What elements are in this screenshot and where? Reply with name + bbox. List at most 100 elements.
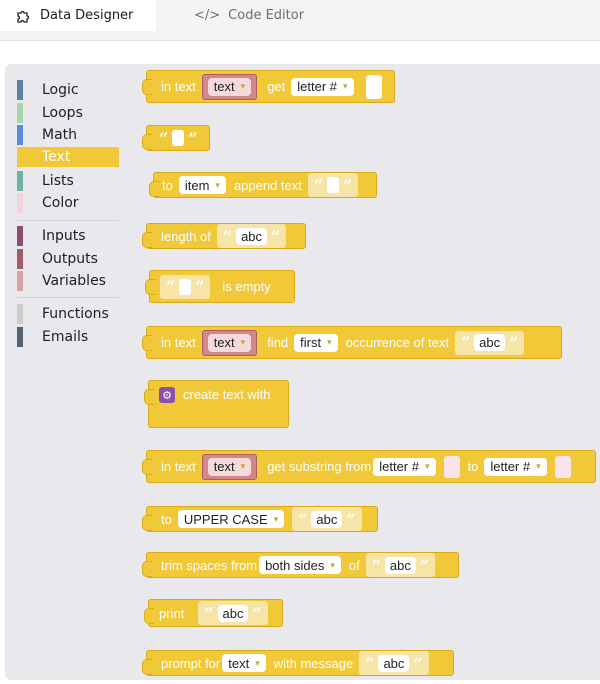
- category-variables[interactable]: Variables: [17, 271, 119, 291]
- input-slot[interactable]: [554, 455, 571, 478]
- text-input[interactable]: [172, 130, 185, 146]
- text-input[interactable]: [327, 177, 340, 193]
- block-prompt[interactable]: prompt for text▾ with message “abc”: [142, 650, 454, 676]
- block-length-of[interactable]: length of “abc”: [142, 223, 306, 249]
- category-swatch: [17, 103, 23, 123]
- which-dropdown[interactable]: first▾: [294, 333, 338, 352]
- side-dropdown[interactable]: both sides▾: [259, 556, 341, 574]
- dropdown-arrow-icon: ▾: [343, 81, 348, 91]
- close-quote-icon: ”: [346, 509, 356, 529]
- blockly-workspace[interactable]: Logic Loops Math Text Lists Color Inputs: [5, 64, 600, 680]
- block-is-empty[interactable]: “” is empty: [145, 270, 295, 303]
- category-label: Lists: [42, 173, 74, 189]
- block-text-literal[interactable]: “ ”: [142, 125, 210, 151]
- category-math[interactable]: Math: [17, 125, 119, 145]
- category-lists[interactable]: Lists: [17, 171, 119, 191]
- code-icon: </>: [194, 8, 221, 23]
- category-label: Emails: [42, 329, 89, 345]
- block-label: create text with: [183, 387, 271, 402]
- dropdown-arrow-icon: ▾: [240, 81, 246, 91]
- block-label: to: [467, 459, 479, 474]
- variable-block[interactable]: text▾: [201, 329, 258, 356]
- category-label: Text: [42, 149, 71, 165]
- text-literal[interactable]: “abc”: [359, 651, 429, 675]
- text-literal[interactable]: “”: [160, 274, 211, 299]
- text-literal[interactable]: “”: [307, 173, 359, 197]
- variable-dropdown[interactable]: text▾: [207, 77, 252, 96]
- case-dropdown[interactable]: UPPER CASE ▾: [177, 510, 285, 528]
- variable-name: text: [213, 459, 235, 474]
- to-dropdown[interactable]: letter #▾: [484, 457, 547, 476]
- text-value[interactable]: abc: [378, 654, 410, 672]
- category-label: Loops: [42, 105, 83, 121]
- close-quote-icon: ”: [195, 277, 205, 296]
- text-literal[interactable]: “abc”: [292, 507, 362, 531]
- text-value[interactable]: abc: [217, 604, 249, 622]
- category-label: Inputs: [42, 228, 86, 244]
- text-value[interactable]: abc: [236, 227, 268, 245]
- variable-dropdown[interactable]: item ▾: [178, 176, 226, 194]
- variable-dropdown[interactable]: text▾: [207, 333, 252, 352]
- category-outputs[interactable]: Outputs: [17, 249, 119, 269]
- block-label: to: [161, 511, 172, 527]
- variable-name: text: [213, 335, 235, 350]
- category-swatch: [17, 171, 23, 191]
- close-quote-icon: ”: [252, 603, 262, 623]
- block-find-occurrence[interactable]: in text text▾ find first▾ occurrence of …: [142, 326, 562, 359]
- variable-block[interactable]: text▾: [201, 453, 258, 480]
- close-quote-icon: ”: [188, 128, 198, 148]
- text-input[interactable]: [179, 278, 192, 295]
- category-swatch: [17, 193, 23, 213]
- text-literal[interactable]: “abc”: [365, 553, 436, 577]
- open-quote-icon: “: [159, 128, 169, 148]
- category-label: Functions: [42, 306, 109, 322]
- block-print[interactable]: print “abc”: [144, 599, 283, 627]
- category-functions[interactable]: Functions: [17, 304, 119, 324]
- category-inputs[interactable]: Inputs: [17, 226, 119, 246]
- block-change-case[interactable]: to UPPER CASE ▾ “abc”: [142, 506, 378, 532]
- block-trim-spaces[interactable]: trim spaces from both sides▾ of “abc”: [142, 552, 459, 578]
- input-slot[interactable]: [443, 455, 460, 478]
- dropdown-arrow-icon: ▾: [215, 179, 220, 190]
- case-value: UPPER CASE: [183, 511, 268, 527]
- text-literal[interactable]: “abc”: [454, 330, 525, 355]
- text-literal[interactable]: “abc”: [216, 224, 287, 248]
- block-append-text[interactable]: to item▾ append text “”: [149, 172, 377, 198]
- from-dropdown[interactable]: letter #▾: [373, 457, 436, 476]
- category-color[interactable]: Color: [17, 193, 119, 213]
- variable-block[interactable]: text▾: [201, 73, 258, 100]
- top-bar: Data Designer </> Code Editor: [0, 0, 600, 41]
- open-quote-icon: “: [460, 333, 471, 352]
- variable-name: item: [184, 177, 210, 193]
- block-create-text-with[interactable]: ⚙ create text with: [144, 380, 289, 428]
- tab-code-editor[interactable]: </> Code Editor: [194, 0, 304, 31]
- block-get-letter[interactable]: in text text▾ get letter #▾: [142, 70, 395, 103]
- category-logic[interactable]: Logic: [17, 80, 119, 100]
- divider: [17, 220, 119, 221]
- side-value: both sides: [265, 557, 325, 573]
- block-get-substring[interactable]: in text text▾ get substring from letter …: [142, 450, 596, 483]
- open-quote-icon: “: [371, 555, 381, 575]
- text-literal[interactable]: “abc”: [198, 601, 268, 625]
- text-value[interactable]: abc: [474, 334, 506, 351]
- mode-dropdown[interactable]: letter #▾: [291, 77, 354, 96]
- dropdown-arrow-icon: ▾: [536, 461, 541, 471]
- category-swatch: [17, 271, 23, 291]
- gear-icon[interactable]: ⚙: [159, 387, 175, 403]
- category-loops[interactable]: Loops: [17, 103, 119, 123]
- input-slot[interactable]: [365, 74, 382, 99]
- category-text[interactable]: Text: [17, 147, 119, 167]
- dropdown-arrow-icon: ▾: [273, 513, 279, 524]
- close-quote-icon: ”: [343, 175, 353, 195]
- text-value[interactable]: abc: [384, 556, 416, 574]
- variable-dropdown[interactable]: text▾: [207, 457, 252, 476]
- divider: [17, 297, 119, 298]
- category-emails[interactable]: Emails: [17, 327, 119, 347]
- text-value[interactable]: abc: [311, 510, 343, 528]
- block-label: get substring from: [267, 459, 372, 474]
- open-quote-icon: “: [166, 277, 176, 296]
- block-label: trim spaces from: [161, 557, 258, 573]
- type-dropdown[interactable]: text▾: [222, 654, 266, 672]
- open-quote-icon: “: [298, 509, 308, 529]
- tab-data-designer[interactable]: Data Designer: [0, 0, 156, 31]
